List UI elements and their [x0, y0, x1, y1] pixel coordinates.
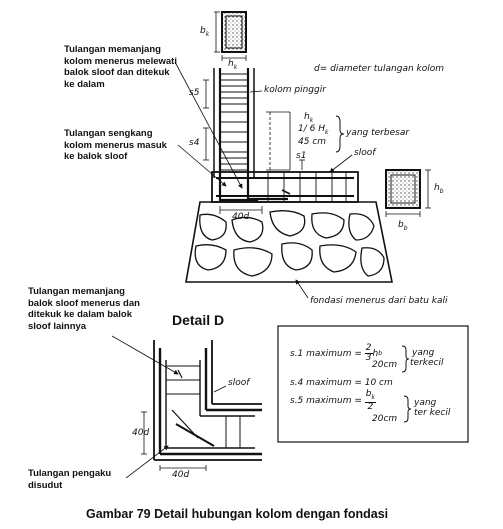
bk-label: bk [200, 26, 210, 38]
sloof-cross-section [385, 169, 431, 217]
sloof-beam [211, 171, 359, 214]
corner-detail [111, 335, 262, 479]
formula-box [277, 325, 469, 443]
s1-label: s1 [296, 151, 307, 161]
detail-title: Detail D [172, 312, 225, 328]
note-corner-bar: Tulangan pengaku disudut [28, 468, 112, 491]
yang-terbesar-label: yang terbesar [346, 128, 410, 138]
note-stirrups: Tulangan sengkang kolom menerus masuk ke… [64, 128, 167, 162]
column-cross-section [214, 11, 247, 61]
formula-s5-alt: 20cm [372, 414, 398, 424]
rubble-foundation [185, 201, 393, 283]
fondasi-label: fondasi menerus dari batu kali [310, 296, 448, 306]
d-definition: d= diameter tulangan kolom [314, 64, 445, 74]
s5-label: s5 [189, 88, 200, 98]
hb-label: hb [434, 183, 444, 195]
formula-s5-note-a: yang [414, 398, 437, 408]
formula-s1-note-b: terkecil [410, 358, 444, 368]
hk-criterion: hk [304, 112, 314, 124]
figure-caption: Gambar 79 Detail hubungan kolom dengan f… [86, 507, 389, 521]
formula-s1-alt: 20cm [372, 360, 398, 370]
forty-d-bottom-label: 40d [172, 470, 190, 480]
bb-label: bb [398, 220, 408, 232]
formula-s1-note-a: yang [412, 348, 435, 358]
sloof-detail-label: sloof [228, 378, 250, 388]
one-sixth-criterion: 1/ 6 Hk [298, 124, 329, 136]
forty-d-vert-label: 40d [132, 428, 150, 438]
column-elevation [203, 68, 305, 195]
cm45-criterion: 45 cm [298, 137, 327, 147]
hk-label: hk [228, 59, 238, 71]
kolom-pinggir-label: kolom pinggir [264, 85, 326, 95]
formula-s4: s.4 maximum = 10 cm [290, 378, 393, 388]
s4-label: s4 [189, 138, 200, 148]
note-column-bars: Tulangan memanjang kolom menerus melewat… [64, 44, 177, 90]
forty-d-top-label: 40d [232, 212, 250, 222]
formula-s5-note-b: ter kecil [414, 408, 451, 418]
note-sloof-bars: Tulangan memanjang balok sloof menerus d… [28, 286, 140, 332]
sloof-label: sloof [354, 148, 376, 158]
leader-lines [174, 61, 353, 299]
